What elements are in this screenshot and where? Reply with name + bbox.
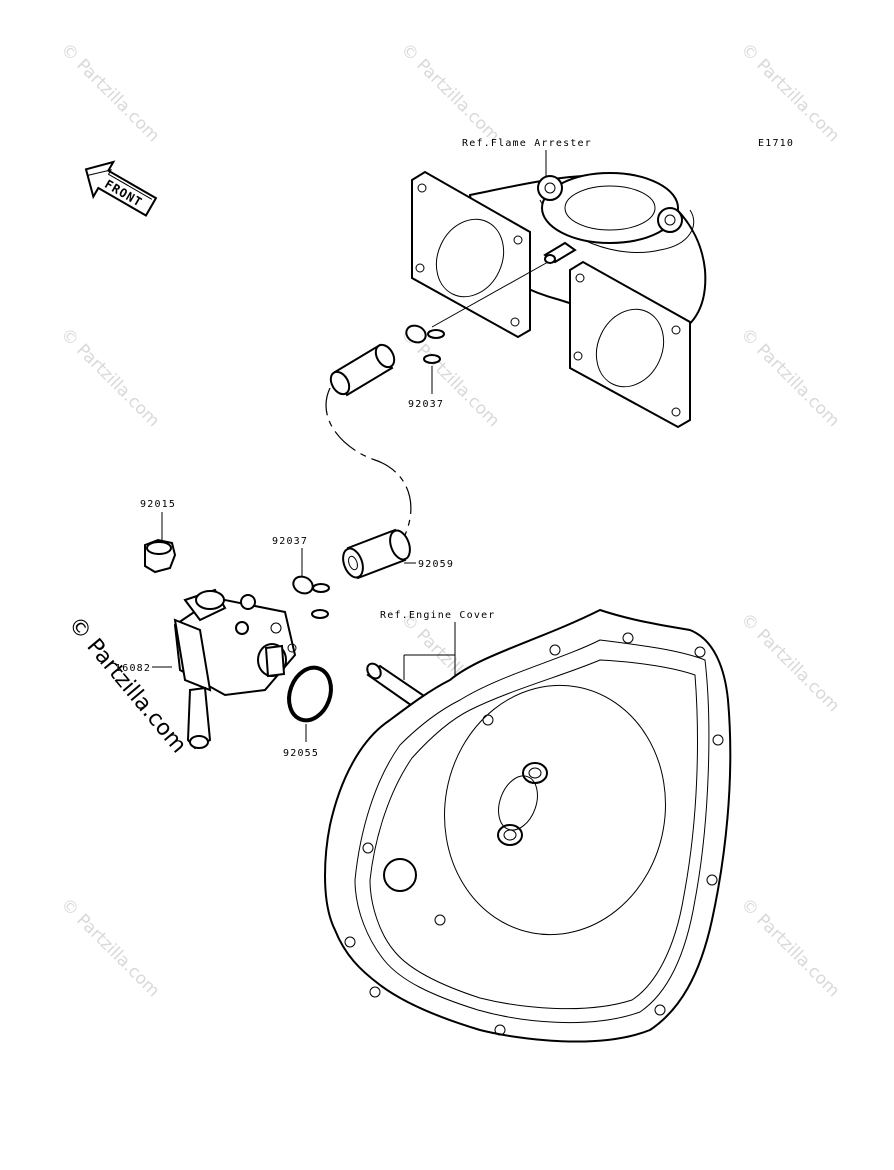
- part-number-92015: 92015: [140, 499, 176, 510]
- watermark: © Partzilla.com: [736, 609, 843, 716]
- upper-clip: 92037: [405, 324, 445, 410]
- watermark: © Partzilla.com: [736, 39, 843, 146]
- flame-arrester: Ref.Flame Arrester: [411, 138, 707, 429]
- part-number-92037-upper: 92037: [408, 399, 444, 410]
- valve: 16082: [115, 588, 297, 750]
- part-number-92037-lower: 92037: [272, 536, 308, 547]
- watermark: © Partzilla.com: [56, 894, 163, 1001]
- watermark: © Partzilla.com: [736, 894, 843, 1001]
- part-number-92055: 92055: [283, 748, 319, 759]
- part-number-16082: 16082: [115, 663, 151, 674]
- hose: 92059: [342, 528, 454, 580]
- engine-cover: Ref.Engine Cover: [324, 608, 732, 1043]
- leader-line: [431, 261, 549, 328]
- ref-flame-arrester-label: Ref.Flame Arrester: [462, 138, 592, 149]
- ref-engine-cover-label: Ref.Engine Cover: [380, 610, 496, 621]
- nut: 92015: [140, 499, 177, 574]
- part-number-92059: 92059: [418, 559, 454, 570]
- lower-clip: 92037: [272, 536, 330, 619]
- watermark: © Partzilla.com: [56, 324, 163, 431]
- watermark: © Partzilla.com: [736, 324, 843, 431]
- upper-hose-end: [329, 343, 396, 397]
- diagram-code: E1710: [758, 138, 794, 149]
- front-arrow: FRONT: [84, 160, 158, 217]
- hose-path: [325, 387, 412, 536]
- o-ring: 92055: [283, 665, 333, 759]
- watermark: © Partzilla.com: [56, 39, 163, 146]
- watermark: © Partzilla.com: [396, 39, 503, 146]
